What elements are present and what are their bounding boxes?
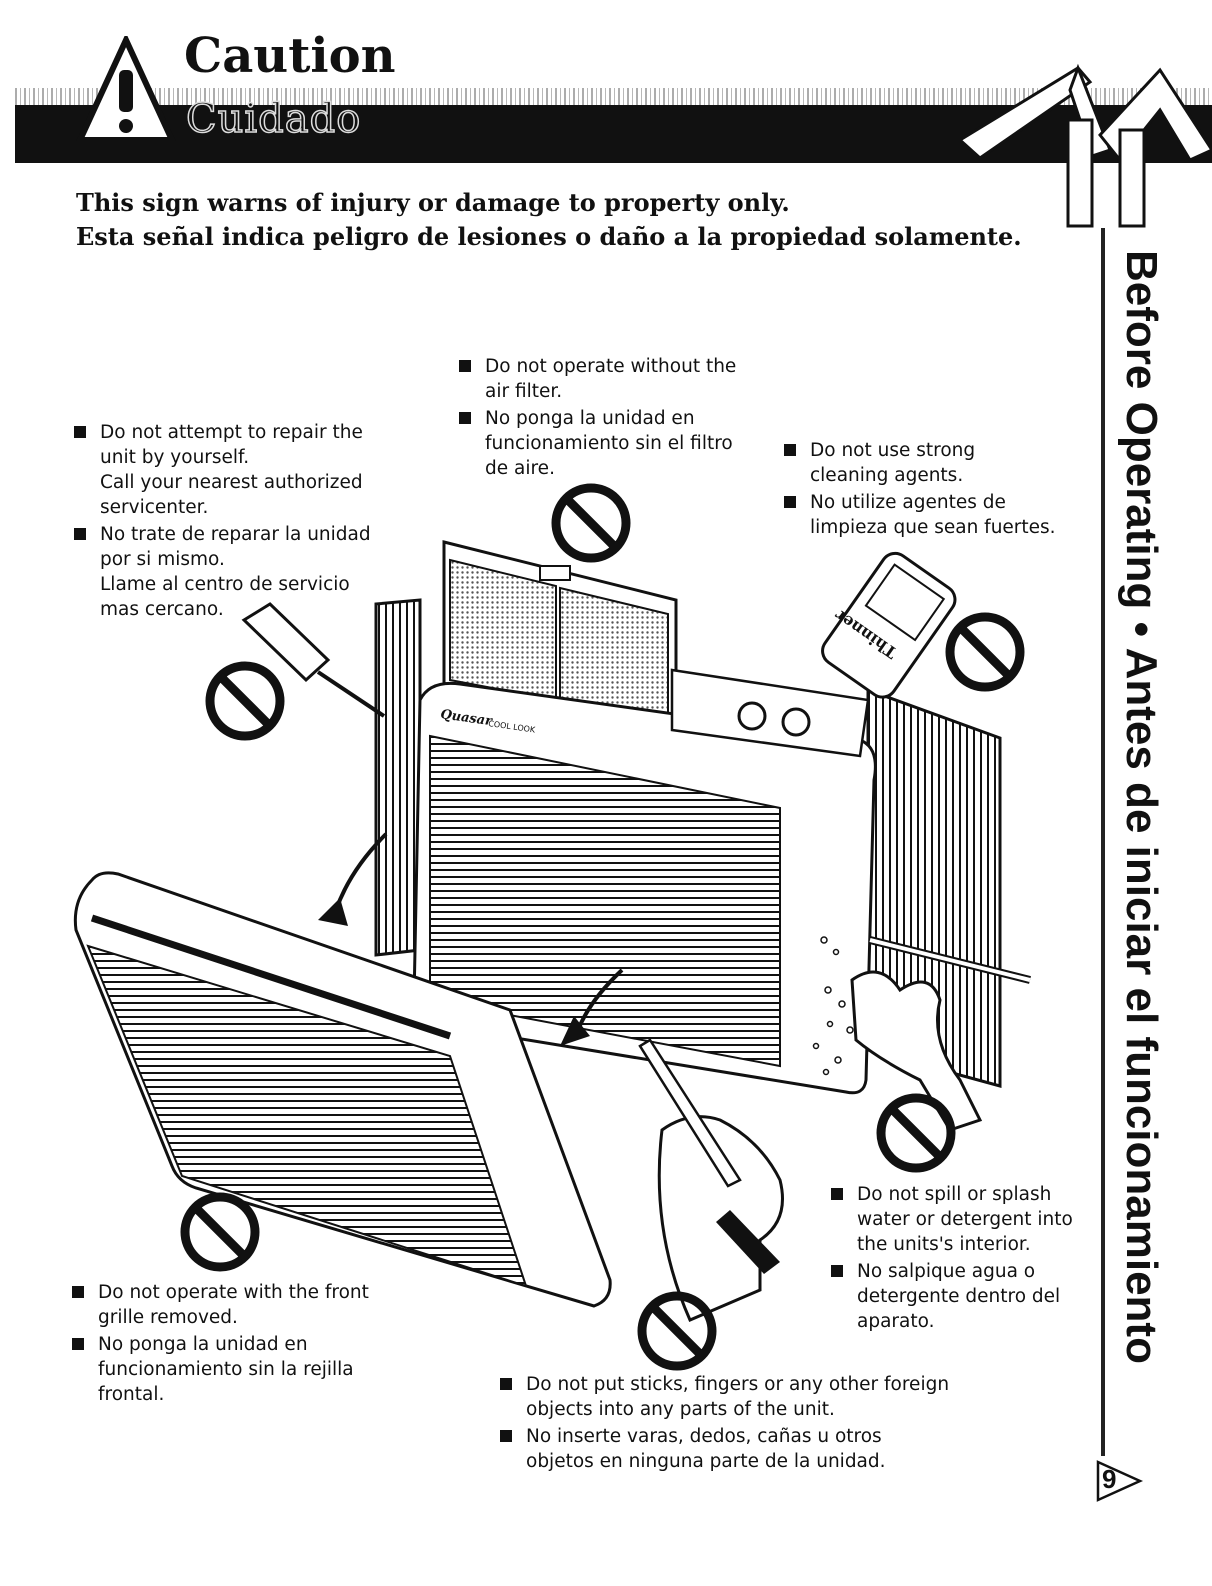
sidebar-rule [1101,228,1105,1456]
bullet-square-icon [74,426,86,438]
note-splash: Do not spill or splash water or detergen… [829,1182,1073,1336]
prohibition-repair-icon [205,661,285,741]
bullet-square-icon [500,1430,512,1442]
prohibition-splash-icon [876,1093,956,1173]
bullet-square-icon [459,412,471,424]
intro-spanish: Esta señal indica peligro de lesiones o … [76,222,1022,251]
brand-label: Quasar [439,707,494,729]
note-cleaning: Do not use strong cleaning agents. No ut… [782,438,1056,542]
prohibition-filter-icon [551,483,631,563]
hand-splash-drawing [850,970,983,1132]
section-title: Before Operating • Antes de iniciar el f… [1117,250,1166,1364]
note-sticks: Do not put sticks, fingers or any other … [498,1372,949,1476]
screwdriver-drawing [241,602,386,718]
air-conditioner-illustration: Quasar COOL LOOK Thinner [73,483,1031,1371]
bullet-square-icon [459,360,471,372]
bullet-square-icon [74,528,86,540]
banner-texture [15,88,1212,108]
page-title-spanish: Cuidado [185,95,362,143]
thinner-bottle-drawing: Thinner [821,551,957,699]
warning-triangle-icon [76,36,176,143]
bullet-square-icon [784,496,796,508]
bullet-square-icon [831,1265,843,1277]
water-droplets-drawing [812,936,854,1076]
page-tab-arrow-icon [1096,1460,1144,1502]
bullet-square-icon [784,444,796,456]
prohibition-sticks-icon [637,1291,717,1371]
intro-english: This sign warns of injury or damage to p… [76,188,790,217]
page-number: 9 [1102,1464,1117,1494]
prohibition-cleaning-icon [945,612,1025,692]
prohibition-grille-icon [180,1192,260,1272]
bullet-square-icon [72,1338,84,1350]
bullet-square-icon [831,1188,843,1200]
note-repair: Do not attempt to repair the unit by you… [72,420,371,624]
page-title: Caution [184,28,396,84]
note-grille: Do not operate with the front grille rem… [70,1280,369,1409]
note-filter: Do not operate without the air filter. N… [457,354,736,483]
chevron-arrows-decoration [960,63,1212,228]
bullet-square-icon [500,1378,512,1390]
page-number-tab: 9 [1096,1460,1144,1506]
prohibition-icons [180,483,1025,1371]
bullet-square-icon [72,1286,84,1298]
